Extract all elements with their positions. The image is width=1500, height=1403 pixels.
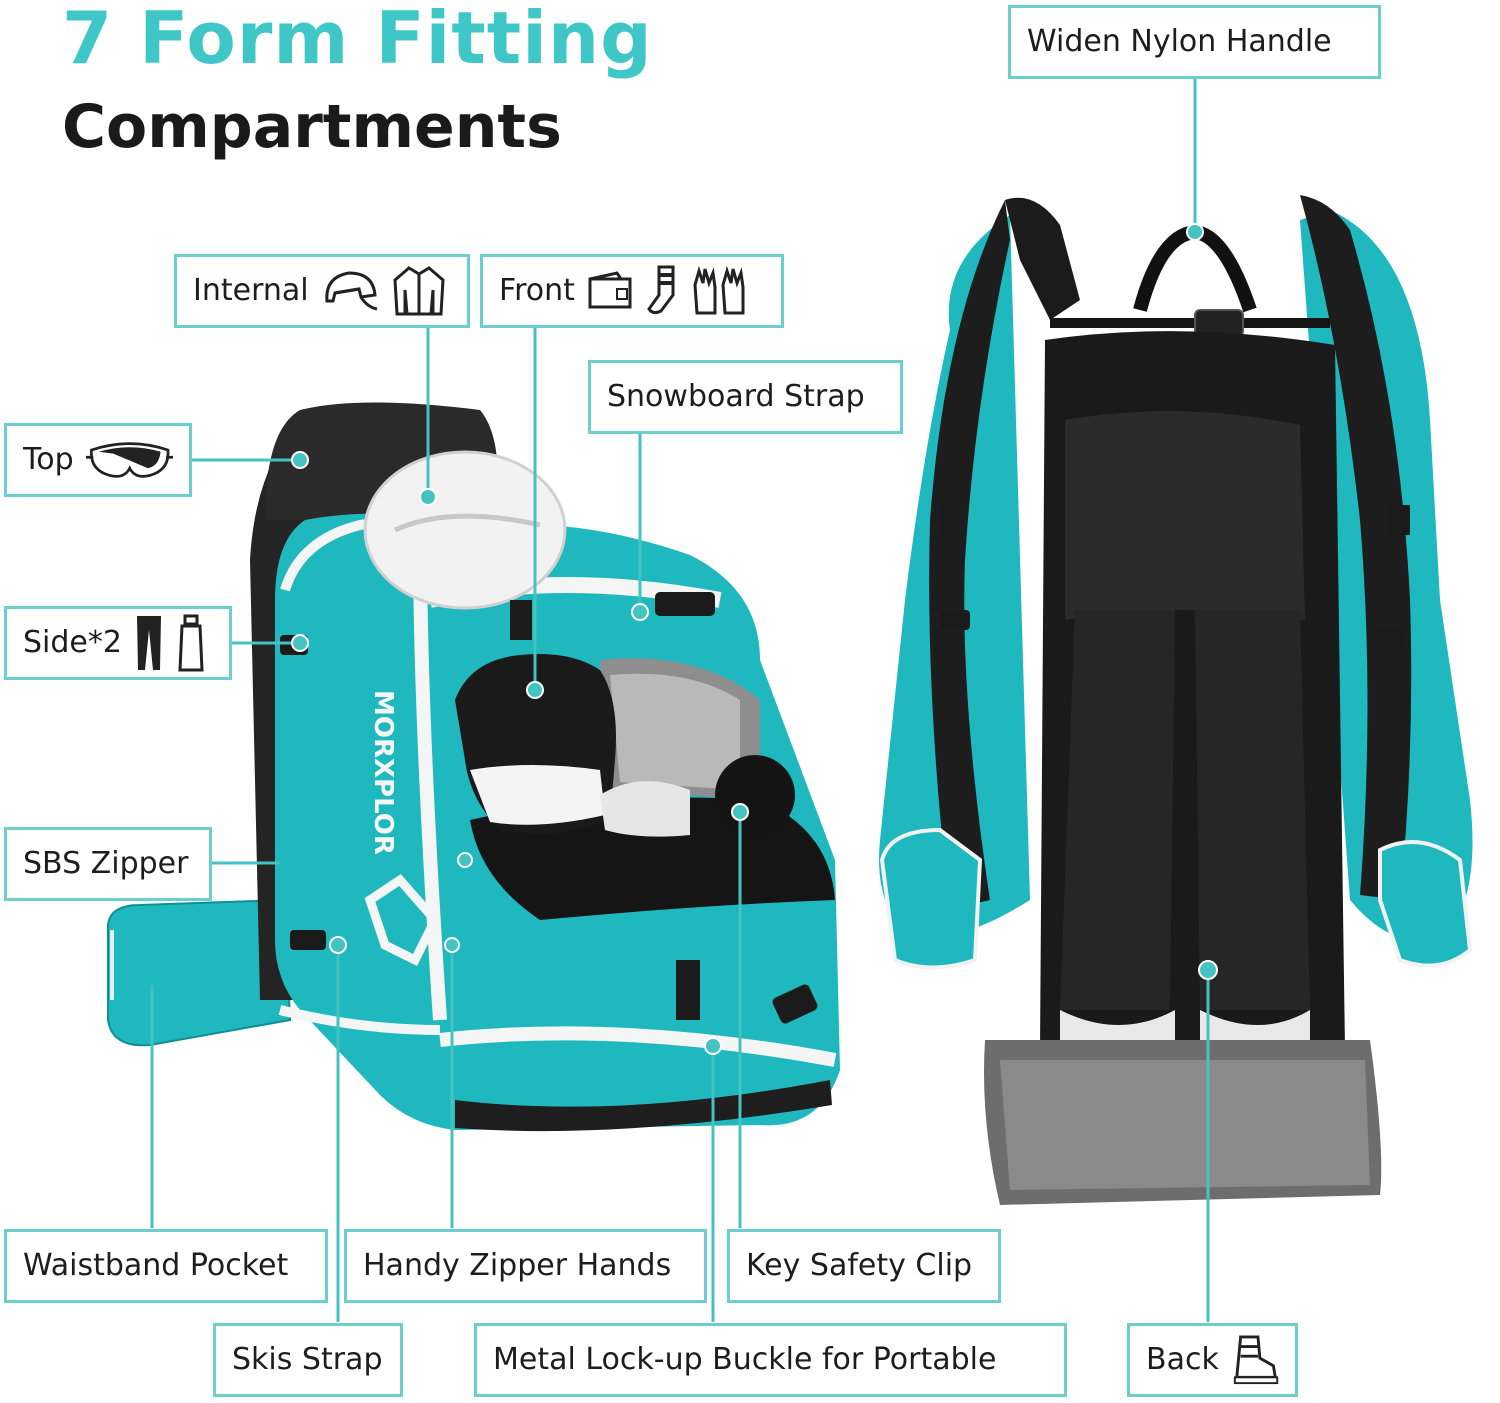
callout-handy-zipper: Handy Zipper Hands bbox=[344, 1229, 707, 1303]
helmet-icon bbox=[325, 271, 377, 311]
leader-dots bbox=[291, 223, 1218, 1055]
callout-key-clip: Key Safety Clip bbox=[727, 1229, 1001, 1303]
callout-internal-label: Internal bbox=[193, 273, 309, 308]
callout-top: Top bbox=[4, 423, 192, 497]
callout-front: Front bbox=[480, 254, 784, 328]
callout-skis-strap: Skis Strap bbox=[213, 1323, 403, 1397]
front-backpack: MORXPLOR bbox=[107, 402, 840, 1132]
callout-waistband-pocket-label: Waistband Pocket bbox=[23, 1248, 289, 1283]
goggles-icon bbox=[85, 442, 173, 478]
callout-side: Side*2 bbox=[4, 606, 232, 680]
socks-icon bbox=[647, 265, 675, 315]
callout-key-clip-label: Key Safety Clip bbox=[746, 1248, 973, 1283]
leader-lines bbox=[150, 78, 1210, 1322]
callout-front-label: Front bbox=[499, 273, 575, 308]
pants-icon bbox=[136, 616, 161, 670]
callout-snowboard-strap-label: Snowboard Strap bbox=[607, 379, 865, 414]
back-backpack bbox=[879, 195, 1473, 1205]
jacket-icon bbox=[393, 266, 445, 316]
callout-top-label: Top bbox=[23, 442, 74, 477]
callout-side-label: Side*2 bbox=[23, 625, 122, 660]
callout-sbs-zipper: SBS Zipper bbox=[4, 827, 212, 901]
bottle-icon bbox=[178, 614, 204, 672]
callout-internal: Internal bbox=[174, 254, 470, 328]
headline-line-1: 7 Form Fitting bbox=[62, 0, 653, 80]
callout-waistband-pocket: Waistband Pocket bbox=[4, 1229, 328, 1303]
headline-line-2: Compartments bbox=[62, 92, 562, 162]
callout-snowboard-strap: Snowboard Strap bbox=[588, 360, 903, 434]
gloves-icon bbox=[693, 265, 745, 315]
wallet-icon bbox=[588, 271, 632, 309]
callout-metal-buckle: Metal Lock-up Buckle for Portable bbox=[474, 1323, 1067, 1397]
callout-widen-handle-label: Widen Nylon Handle bbox=[1027, 24, 1332, 59]
callout-back-label: Back bbox=[1146, 1342, 1219, 1377]
callout-skis-strap-label: Skis Strap bbox=[232, 1342, 383, 1377]
boot-icon bbox=[1233, 1335, 1279, 1385]
bag-wordmark: MORXPLOR bbox=[368, 690, 398, 855]
callout-handy-zipper-label: Handy Zipper Hands bbox=[363, 1248, 672, 1283]
callout-metal-buckle-label: Metal Lock-up Buckle for Portable bbox=[493, 1342, 997, 1377]
callout-back: Back bbox=[1127, 1323, 1298, 1397]
callout-widen-handle: Widen Nylon Handle bbox=[1008, 5, 1381, 79]
callout-sbs-zipper-label: SBS Zipper bbox=[23, 846, 189, 881]
